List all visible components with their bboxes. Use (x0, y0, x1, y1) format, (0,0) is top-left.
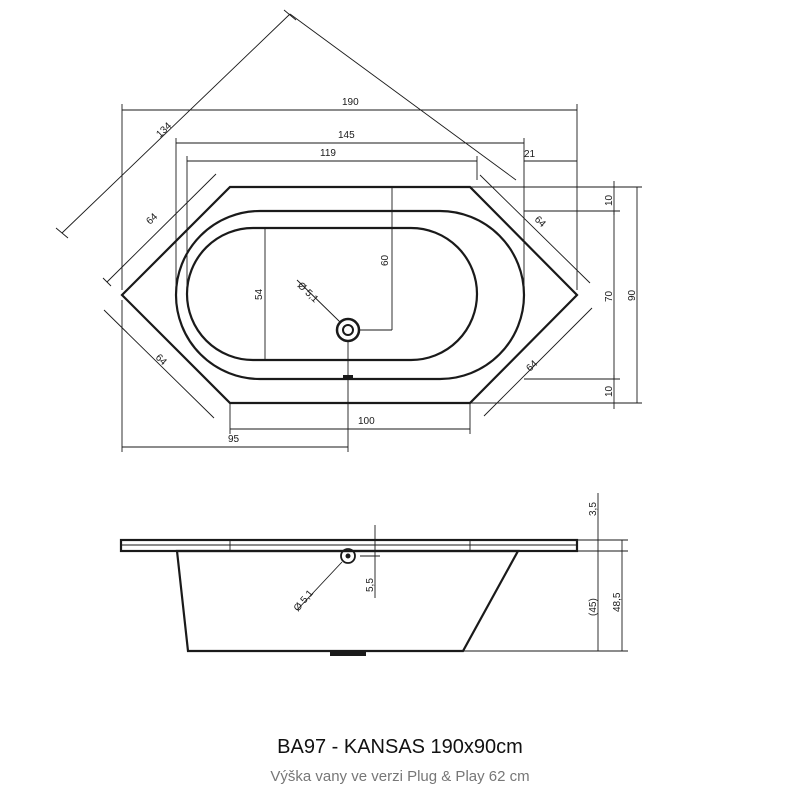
dim-48-5-label: 48,5 (612, 592, 623, 612)
dim-10-top-label: 10 (604, 194, 615, 206)
dim-line-145 (175, 138, 525, 285)
dim-line-100 (229, 403, 471, 434)
inner-basin (185, 226, 479, 362)
dim-64-tl-label: 64 (144, 211, 160, 227)
dim-line-64-tr (479, 174, 591, 284)
dim-145-label: 145 (338, 130, 355, 141)
side-drain-bottom (330, 651, 366, 656)
dim-line-60 (360, 187, 393, 331)
dim-45-label: (45) (588, 598, 599, 616)
dim-60-label: 60 (380, 254, 391, 266)
inner-basin-outer (174, 209, 526, 381)
drain-icon (335, 317, 361, 343)
dim-90-label: 90 (627, 289, 638, 301)
dim-100-label: 100 (358, 416, 375, 427)
dim-5-5-label: 5,5 (365, 578, 376, 592)
dim-line-134 (55, 9, 517, 239)
dim-3-5-label: 3,5 (588, 502, 599, 516)
dim-134-label: 134 (154, 120, 174, 140)
tub-outline-hexagon (120, 185, 579, 405)
drain-diameter-label: Ø 5,1 (295, 280, 321, 305)
dim-line-5-5 (360, 525, 380, 598)
drain-leader (296, 279, 341, 323)
side-overflow-icon (340, 548, 356, 564)
side-drain-leader (296, 561, 343, 611)
dim-70-label: 70 (604, 290, 615, 302)
top-view: 134 190 145 119 21 (55, 9, 642, 452)
dim-21-label: 21 (524, 149, 536, 160)
dim-64-bl-label: 64 (153, 352, 169, 368)
dim-line-64-tl (102, 173, 217, 287)
side-view: Ø 5,1 5,5 3,5 (45) 48,5 (119, 493, 628, 656)
dim-extension-lines-right (470, 186, 642, 404)
tub-body (175, 549, 520, 653)
dim-54-label: 54 (254, 288, 265, 300)
product-subtitle: Výška vany ve verzi Plug & Play 62 cm (270, 768, 530, 785)
side-drain-diameter-label: Ø 5,1 (292, 588, 316, 614)
dim-line-119 (186, 156, 478, 285)
dim-line-95 (121, 300, 348, 452)
dim-95-label: 95 (228, 434, 240, 445)
product-title: BA97 - KANSAS 190x90cm (277, 736, 523, 758)
dim-64-br-label: 64 (524, 358, 540, 374)
dim-line-64-br (483, 307, 593, 417)
dim-190-label: 190 (342, 97, 359, 108)
dim-119-label: 119 (320, 148, 336, 159)
dim-line-190 (121, 104, 578, 290)
dim-10-bottom-label: 10 (604, 385, 615, 397)
side-dim-extension-lines (463, 539, 628, 652)
